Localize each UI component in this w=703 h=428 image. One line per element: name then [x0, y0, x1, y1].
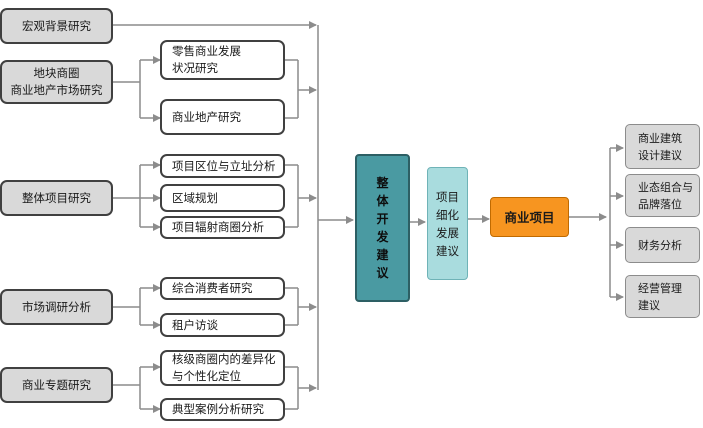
- overall-development-label: 整 体 开 发 建 议: [376, 176, 389, 280]
- operations-label: 经营管理 建议: [638, 281, 682, 312]
- market-survey-box: 市场调研分析: [0, 289, 113, 325]
- financial-analysis-label: 财务分析: [638, 238, 682, 252]
- brand-layout-label: 业态组合与 品牌落位: [638, 180, 693, 211]
- zoning-box: 区域规划: [160, 184, 285, 212]
- radiation-analysis-label: 项目辐射商圈分析: [172, 220, 264, 234]
- collector-bottom: [285, 366, 299, 410]
- whole-project-label: 整体项目研究: [22, 190, 91, 205]
- retail-status-label: 零售商业发展 状况研究: [172, 44, 241, 75]
- market-survey-label: 市场调研分析: [22, 299, 91, 314]
- collector-mid: [285, 164, 299, 228]
- commercial-project-box: 商业项目: [490, 197, 569, 237]
- tenant-interview-box: 租户访谈: [160, 313, 285, 337]
- overall-development-box: 整 体 开 发 建 议: [355, 154, 410, 302]
- topic-research-label: 商业专题研究: [22, 377, 91, 392]
- radiation-analysis-box: 项目辐射商圈分析: [160, 216, 285, 239]
- financial-analysis-box: 财务分析: [625, 227, 700, 263]
- location-analysis-box: 项目区位与立址分析: [160, 154, 285, 178]
- brand-layout-box: 业态组合与 品牌落位: [625, 174, 700, 217]
- case-study-box: 典型案例分析研究: [160, 398, 285, 421]
- tenant-interview-label: 租户访谈: [172, 317, 218, 332]
- retail-status-box: 零售商业发展 状况研究: [160, 40, 285, 80]
- collector-survey: [285, 287, 299, 326]
- refined-development-box: 项目 细化 发展 建议: [427, 167, 468, 280]
- core-positioning-box: 核级商圈内的差异化 与个性化定位: [160, 350, 285, 386]
- topic-research-box: 商业专题研究: [0, 367, 113, 403]
- location-analysis-label: 项目区位与立址分析: [172, 158, 276, 173]
- architecture-design-box: 商业建筑 设计建议: [625, 124, 700, 169]
- connector-topic: [113, 367, 141, 409]
- operations-box: 经营管理 建议: [625, 275, 700, 318]
- commercial-realestate-box: 商业地产研究: [160, 99, 285, 135]
- zoning-label: 区域规划: [172, 190, 218, 205]
- commercial-realestate-label: 商业地产研究: [172, 109, 241, 124]
- case-study-label: 典型案例分析研究: [172, 402, 264, 416]
- consumer-research-box: 综合消费者研究: [160, 277, 285, 300]
- refined-development-label: 项目 细化 发展 建议: [436, 189, 459, 258]
- architecture-design-label: 商业建筑 设计建议: [638, 131, 682, 162]
- connector-site: [113, 60, 141, 118]
- consumer-research-label: 综合消费者研究: [172, 281, 253, 295]
- macro-background-box: 宏观背景研究: [0, 8, 113, 44]
- connector-survey: [113, 288, 141, 325]
- whole-project-box: 整体项目研究: [0, 180, 113, 216]
- site-market-label: 地块商圈 商业地产市场研究: [10, 66, 103, 97]
- connector-whole: [113, 165, 141, 227]
- core-positioning-label: 核级商圈内的差异化 与个性化定位: [172, 352, 276, 383]
- commercial-project-label: 商业项目: [504, 209, 555, 225]
- macro-background-label: 宏观背景研究: [22, 18, 91, 33]
- collector-top: [285, 59, 299, 119]
- site-market-box: 地块商圈 商业地产市场研究: [0, 60, 113, 104]
